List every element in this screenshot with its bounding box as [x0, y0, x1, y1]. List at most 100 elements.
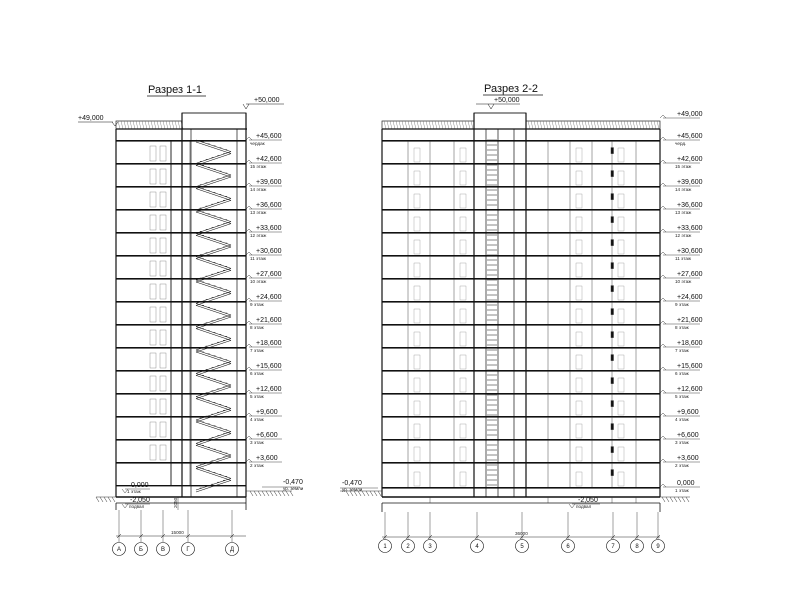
floor-slab	[116, 485, 246, 487]
section-1-top-left-label: +49,000	[78, 115, 104, 122]
floor-slab	[382, 462, 660, 464]
floor-slab	[116, 347, 246, 349]
level-mark-value: 0,000	[677, 480, 695, 487]
level-mark-note: 12 этаж	[250, 233, 267, 238]
level-mark-value: +30,600	[256, 248, 282, 255]
level-mark-note: 13 этаж	[675, 210, 692, 215]
section-2-ground	[340, 490, 690, 503]
level-mark-value: +9,600	[677, 409, 699, 416]
section-2-terrain-level-mark: -0,470 ур. земли	[340, 480, 378, 492]
section-1-overall-dim: 15000	[171, 530, 184, 535]
floor-slab	[382, 140, 660, 142]
axis-label: 4	[475, 544, 479, 550]
level-mark-value: +27,600	[256, 271, 282, 278]
floor-slab	[382, 370, 660, 372]
level-mark-value: +42,600	[256, 156, 282, 163]
floor-slab	[116, 278, 246, 280]
section-1-stair-tower	[181, 112, 247, 497]
level-mark-value: +33,600	[677, 225, 703, 232]
axis-label: 2	[406, 544, 410, 550]
level-mark-value: +12,600	[256, 386, 282, 393]
level-mark-note: 3 этаж	[250, 440, 265, 445]
axis-label: А	[117, 547, 121, 553]
level-mark-note: 6 этаж	[250, 371, 265, 376]
level-mark-value: +36,600	[256, 202, 282, 209]
floor-slab	[116, 324, 246, 326]
axis-label: 3	[428, 544, 432, 550]
level-mark-value: +6,600	[256, 432, 278, 439]
level-mark-value: +9,600	[256, 409, 278, 416]
section-1-ground-note: 1 этаж	[127, 489, 142, 494]
section-2-2: Разрез 2-2 +50,000	[340, 83, 703, 553]
level-mark-note: 7 этаж	[675, 348, 690, 353]
section-2-basement-mark: -2,050	[578, 497, 598, 504]
level-mark-note: 14 этаж	[250, 187, 267, 192]
axis-label: Б	[139, 547, 143, 553]
floor-slab	[116, 393, 246, 395]
floor-slab	[382, 324, 660, 326]
floor-slab	[116, 416, 246, 418]
floor-slab	[382, 393, 660, 395]
level-mark-value: +18,600	[677, 340, 703, 347]
level-mark-note: 10 этаж	[250, 279, 267, 284]
section-2-top-mark: +50,000	[476, 97, 520, 110]
floor-slab	[382, 416, 660, 418]
floor-slab	[382, 487, 660, 489]
axis-bubble	[156, 542, 170, 556]
level-mark-note: 6 этаж	[675, 371, 690, 376]
section-1-basement-level-mark: -2,050 подвал	[121, 497, 150, 509]
level-mark-note: 7 этаж	[250, 348, 265, 353]
level-mark-value: +36,600	[677, 202, 703, 209]
level-mark-note: 5 этаж	[250, 394, 265, 399]
floor-slab	[116, 370, 246, 372]
floor-slab	[116, 163, 246, 165]
section-1-terrain-level-mark: -0,470 ур. земли	[262, 479, 304, 491]
floor-slab	[116, 232, 246, 234]
level-mark-value: +18,600	[256, 340, 282, 347]
level-mark-value: +15,600	[677, 363, 703, 370]
section-2-basement-level-mark: -2,050 подвал	[568, 497, 600, 509]
axis-bubble	[630, 539, 644, 553]
level-mark-note: 9 этаж	[675, 302, 690, 307]
section-2-top-center-label: +50,000	[494, 97, 520, 104]
floor-slab	[116, 301, 246, 303]
floor-slab	[382, 163, 660, 165]
level-mark-value: +39,600	[256, 179, 282, 186]
level-mark-value: +24,600	[677, 294, 703, 301]
section-1-basement-dim: 2050	[173, 497, 179, 510]
section-1-floor-slabs	[116, 140, 246, 487]
axis-bubble	[134, 542, 148, 556]
axis-bubble	[225, 542, 239, 556]
floor-slab	[116, 140, 246, 142]
level-mark-value: +24,600	[256, 294, 282, 301]
axis-bubble	[561, 539, 575, 553]
section-1-outline	[115, 129, 247, 510]
section-2-overall-dim: 36000	[515, 531, 528, 536]
level-mark-note: 2 этаж	[675, 463, 690, 468]
section-1-top-right-label: +50,000	[254, 97, 280, 104]
axis-label: 6	[566, 544, 570, 550]
level-mark-value: +21,600	[256, 317, 282, 324]
section-2-core	[473, 112, 527, 497]
axis-label: 5	[520, 544, 524, 550]
level-mark-note: 14 этаж	[675, 187, 692, 192]
